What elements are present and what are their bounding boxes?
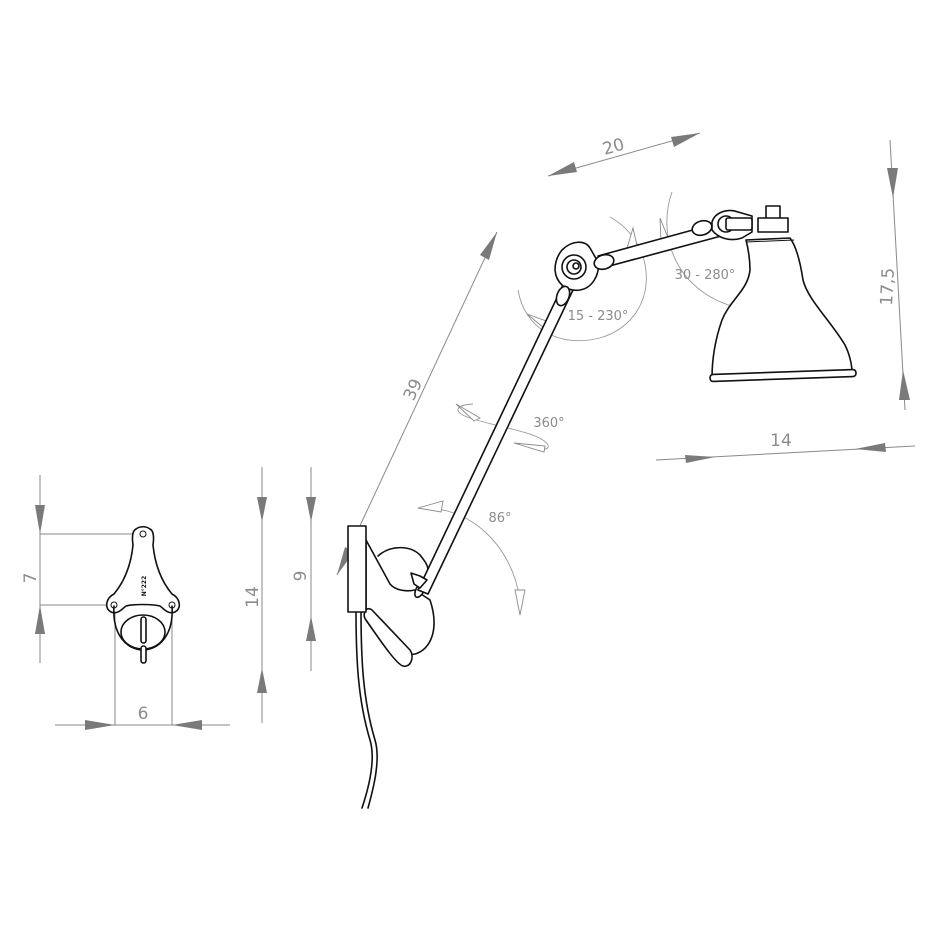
dimension-label: 14 (243, 586, 263, 608)
open-arrow-icon (513, 442, 546, 453)
arrow-down-icon (257, 497, 267, 522)
dimension-label: 17,5 (877, 267, 899, 306)
arrow-up-icon (306, 616, 316, 641)
shade-joint (711, 209, 753, 241)
arrow-down-icon (35, 505, 45, 534)
wall-plate: N°222 (105, 525, 181, 664)
dimension-plate-width: 6 (55, 704, 230, 730)
angle-label: 360° (533, 416, 564, 431)
elbow-joint (554, 241, 600, 307)
power-cable (355, 609, 373, 809)
dimension-upper-arm: 20 (547, 132, 701, 177)
arrow-down-icon (306, 497, 316, 522)
arrow-icon (548, 162, 577, 176)
angle-label: 30 - 280° (675, 268, 736, 283)
open-arrow-icon (417, 500, 444, 513)
plate-marking: N°222 (141, 576, 148, 597)
upper-arm (593, 219, 726, 271)
socket (757, 217, 789, 233)
arrow-right-icon (85, 720, 115, 730)
dimension-lower-arm: 39 (336, 231, 498, 576)
screw-hole (139, 530, 147, 538)
arrow-left-icon (855, 443, 886, 452)
angle-label: 15 - 230° (568, 309, 629, 324)
wall-plate-view: 7 6 N°222 (21, 475, 230, 730)
angle-label: 86° (488, 511, 511, 526)
arrow-up-icon (257, 668, 267, 693)
dimension-shade-height: 17,5 (877, 139, 910, 411)
dimension-plate-height: 7 (21, 475, 45, 663)
angle-base-pivot: 86° (417, 500, 526, 616)
dimension-shade-width: 14 (655, 431, 916, 463)
lamp-shade (709, 205, 857, 383)
dimension-overall-height: 14 (243, 467, 267, 723)
arrow-left-icon (172, 720, 202, 730)
arrow-icon (480, 232, 497, 260)
dimension-label: 7 (21, 573, 41, 584)
mount-block (347, 525, 367, 613)
power-cable (360, 609, 378, 809)
dimension-label: 6 (138, 704, 149, 724)
dimension-mount-height: 9 (291, 467, 316, 671)
arrow-up-icon (899, 370, 910, 400)
open-arrow-icon (514, 589, 526, 616)
dimension-label: 39 (400, 376, 427, 404)
lower-arm (410, 284, 574, 595)
angle-arm-rotation: 360° (455, 403, 565, 453)
arrow-up-icon (35, 605, 45, 634)
arrow-icon (671, 133, 700, 147)
arrow-right-icon (685, 455, 715, 463)
arrow-down-icon (887, 168, 898, 198)
open-arrow-icon (455, 403, 481, 422)
wall-bracket (347, 525, 435, 668)
dimension-label: 9 (291, 571, 311, 582)
lamp (347, 205, 857, 809)
shade-rim (709, 368, 857, 383)
dimension-label: 14 (770, 431, 792, 451)
dimension-label: 20 (600, 135, 626, 160)
